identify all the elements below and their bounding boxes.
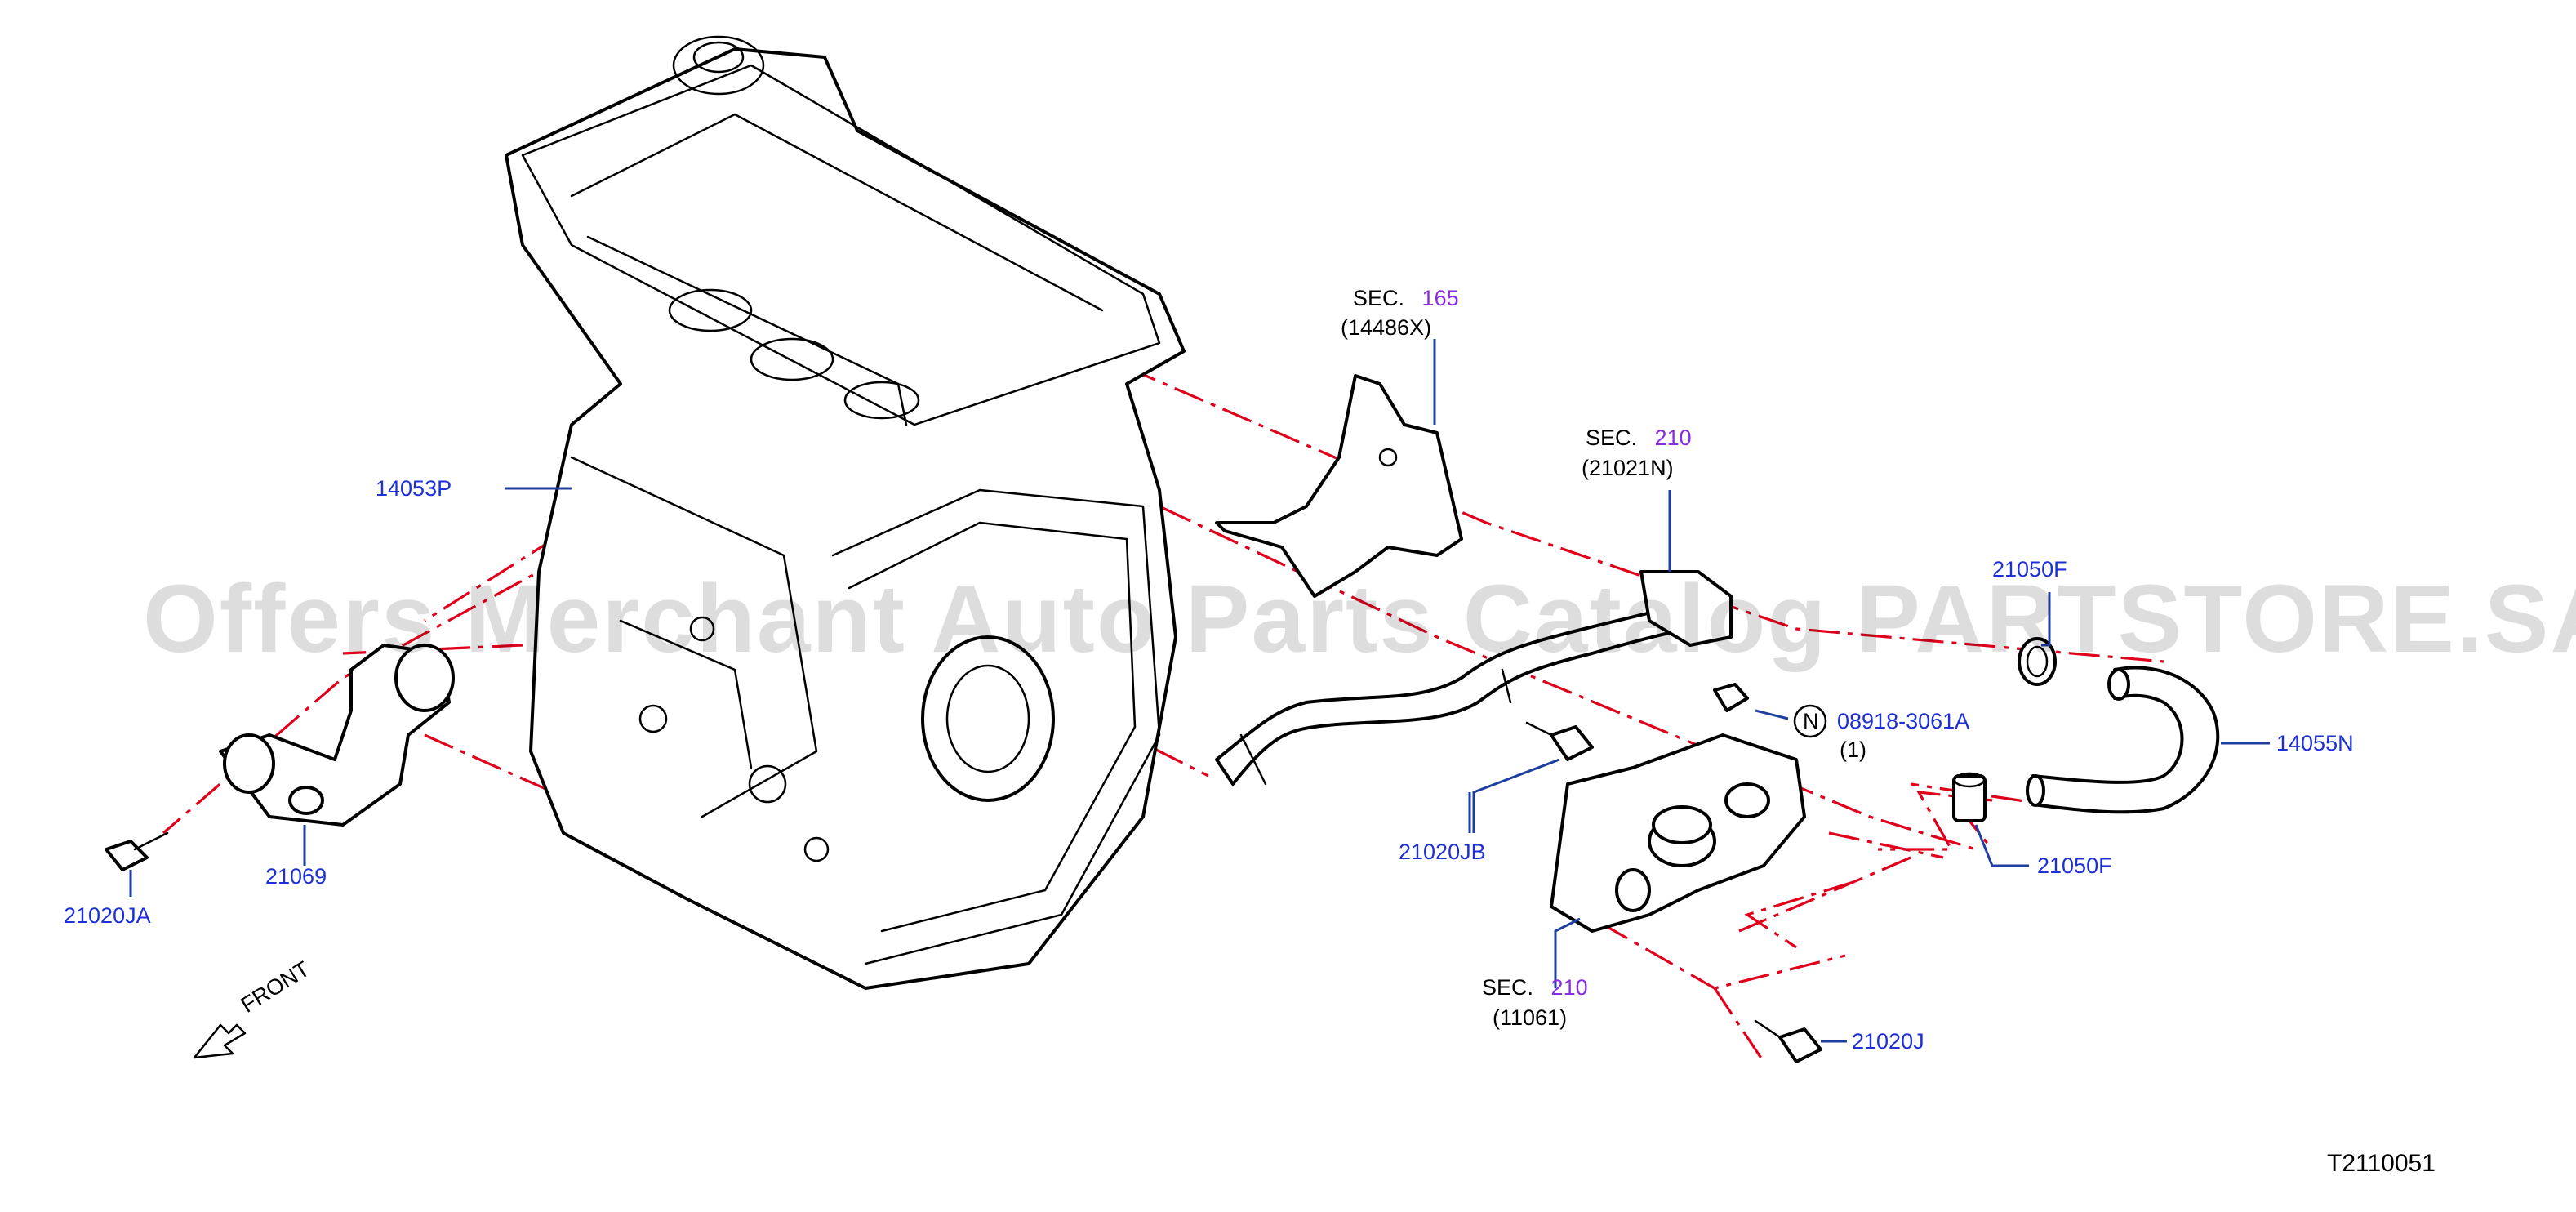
sec-210-top-ref: (21021N): [1582, 456, 1674, 480]
label-21050F-bottom[interactable]: 21050F: [2037, 853, 2112, 878]
sec-prefix: SEC.: [1586, 426, 1638, 450]
sec-number: 210: [1654, 426, 1692, 450]
hose-clamp-21050F-bottom: [1952, 772, 1987, 822]
sec-210-top[interactable]: SEC. 210: [1586, 427, 1692, 449]
thermostat-housing-21069: [219, 644, 455, 827]
sec-prefix: SEC.: [1482, 975, 1534, 1000]
sec-number: 165: [1421, 286, 1459, 310]
water-outlet-11061: [1550, 733, 1806, 933]
notice-symbol: N: [1803, 709, 1819, 733]
sec-210-bottom-ref: (11061): [1493, 1005, 1568, 1030]
hose-clamp-21050F-top: [2018, 637, 2057, 686]
front-arrow-icon: [193, 1023, 247, 1059]
sec-prefix: SEC.: [1353, 286, 1405, 310]
bolt-21020JB: [1525, 721, 1594, 761]
sec-165-ref: (14486X): [1341, 315, 1432, 340]
diagram-id: T2110051: [2327, 1150, 2436, 1177]
leader-lines: [129, 339, 2270, 1043]
sec-165[interactable]: SEC. 165: [1353, 287, 1459, 310]
engine-assembly: [505, 35, 1186, 990]
label-08918-3061A[interactable]: 08918-3061A: [1837, 709, 1970, 733]
radiator-hose-14055N: [2026, 666, 2220, 814]
label-21050F-top[interactable]: 21050F: [1992, 557, 2067, 581]
bolt-21020JA: [105, 831, 169, 871]
label-21020J[interactable]: 21020J: [1852, 1029, 1924, 1054]
sec-210-bottom[interactable]: SEC. 210: [1482, 977, 1588, 999]
label-14053P[interactable]: 14053P: [376, 476, 452, 501]
watermark: Offers Merchant Auto Parts Catalog PARTS…: [143, 565, 2576, 673]
water-hose-21021N: [1215, 570, 1733, 786]
label-21020JB[interactable]: 21020JB: [1399, 840, 1486, 864]
bolt-21020J: [1754, 1019, 1822, 1063]
bracket-14486X: [1215, 374, 1463, 598]
notice-symbol-circle: [1793, 704, 1827, 738]
nut-08918: [1713, 683, 1749, 712]
label-21069[interactable]: 21069: [265, 864, 327, 889]
sec-number: 210: [1550, 975, 1588, 1000]
quantity-label: (1): [1840, 737, 1866, 762]
label-21020JA[interactable]: 21020JA: [64, 903, 151, 928]
label-14055N[interactable]: 14055N: [2276, 731, 2354, 755]
